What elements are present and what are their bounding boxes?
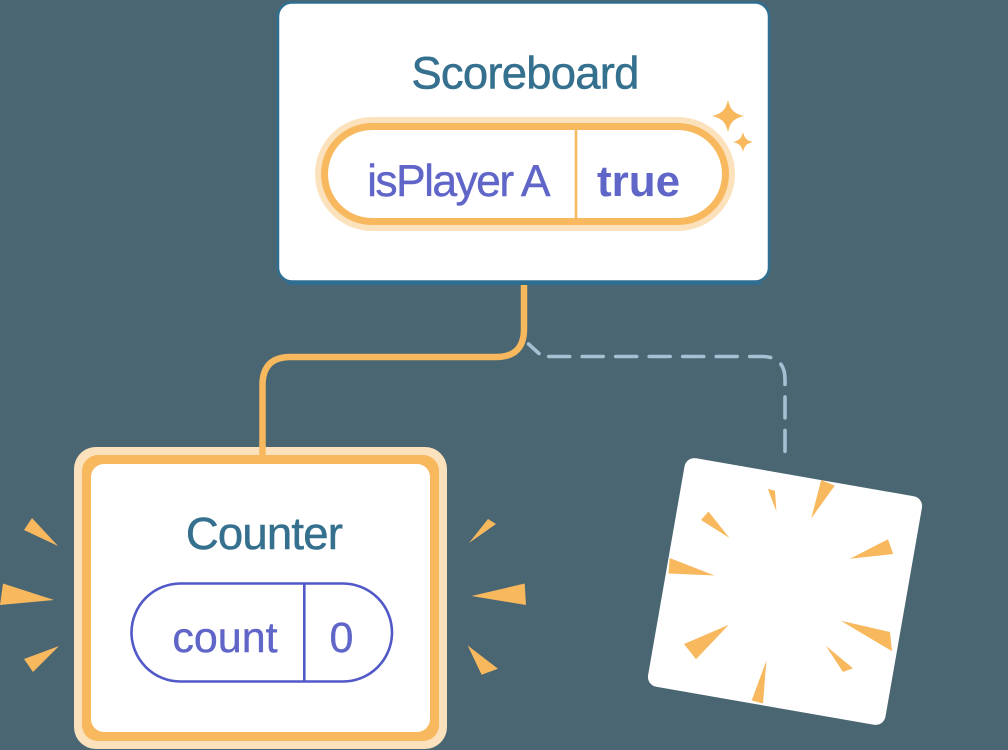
svg-text:count: count	[172, 614, 277, 662]
svg-text:Counter: Counter	[186, 508, 343, 559]
svg-text:Scoreboard: Scoreboard	[411, 48, 638, 99]
svg-text:isPlayer A: isPlayer A	[367, 157, 551, 206]
svg-text:true: true	[597, 157, 680, 206]
svg-text:0: 0	[330, 614, 354, 662]
